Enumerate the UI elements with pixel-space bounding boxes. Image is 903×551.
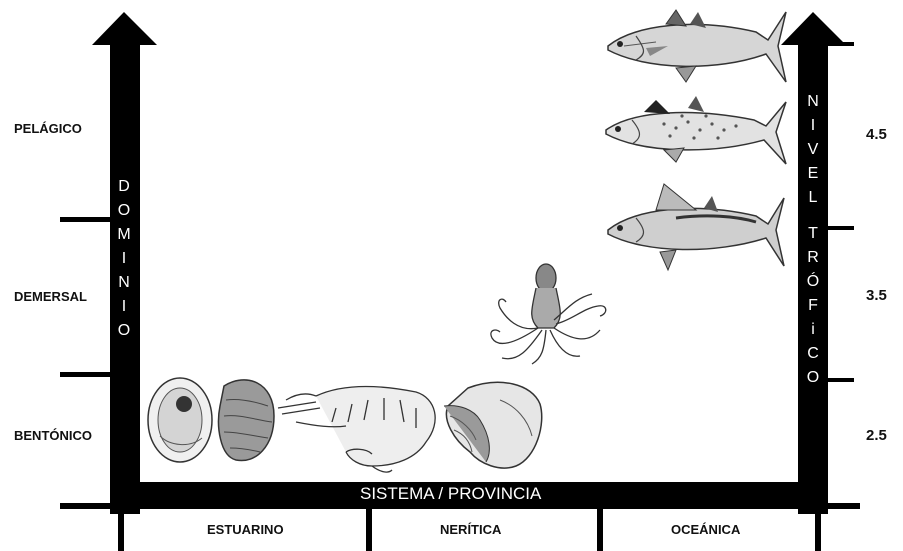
trophic-tick-top xyxy=(798,42,854,46)
province-neritica: NERÍTICA xyxy=(440,522,501,537)
conch-shell-icon xyxy=(444,382,542,468)
province-divider-2 xyxy=(597,509,603,551)
tuna-fish-2-icon xyxy=(608,184,784,270)
octopus-icon xyxy=(491,264,606,364)
mackerel-fish-icon xyxy=(606,96,786,164)
trophic-level-2-5: 2.5 xyxy=(866,427,887,444)
tuna-fish-1-icon xyxy=(608,10,786,82)
domain-tick-lower xyxy=(60,372,140,377)
oyster-closed-icon xyxy=(219,380,274,461)
province-estuarino: ESTUARINO xyxy=(207,522,284,537)
system-axis-title: SISTEMA / PROVINCIA xyxy=(360,484,541,504)
province-divider-0 xyxy=(118,509,124,551)
shrimp-icon xyxy=(278,387,435,473)
province-divider-1 xyxy=(366,509,372,551)
province-oceanica: OCEÁNICA xyxy=(671,522,740,537)
trophic-level-4-5: 4.5 xyxy=(866,126,887,143)
trophic-level-3-5: 3.5 xyxy=(866,287,887,304)
province-divider-3 xyxy=(815,509,821,551)
domain-level-bentonico: BENTÓNICO xyxy=(14,428,92,443)
domain-level-demersal: DEMERSAL xyxy=(14,289,87,304)
oyster-open-icon xyxy=(148,378,212,462)
domain-level-pelagico: PELÁGICO xyxy=(14,121,82,136)
